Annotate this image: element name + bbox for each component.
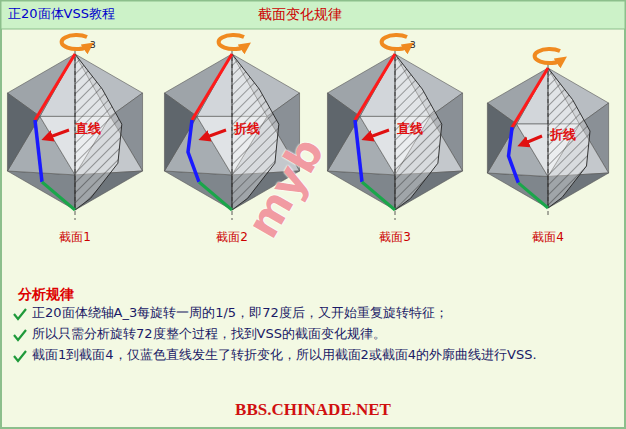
red-line <box>192 54 232 120</box>
section-fill <box>395 54 442 210</box>
rotation-arrow <box>535 49 562 63</box>
callout-arrow <box>47 130 69 138</box>
blue-line <box>35 120 42 182</box>
section-label: 截面3 <box>379 230 411 245</box>
callout-text: 折线 <box>234 121 260 137</box>
section-label: 截面2 <box>216 230 248 245</box>
checkmark <box>14 330 26 340</box>
axis-number: 3 <box>90 40 96 51</box>
callout-arrow <box>204 130 226 138</box>
slide-title: 截面变化规律 <box>258 6 342 24</box>
section-hatch <box>548 68 590 208</box>
header-bar <box>1 1 625 29</box>
section-label: 截面4 <box>532 230 564 245</box>
green-line <box>518 183 548 208</box>
section-hatch <box>395 54 442 210</box>
rotation-arrow <box>62 35 89 49</box>
rotation-arrow <box>219 35 246 49</box>
note-item: 截面1到截面4，仅蓝色直线发生了转折变化，所以用截面2或截面4的外廓曲线进行VS… <box>32 347 592 363</box>
icosahedron <box>487 49 608 218</box>
checkmark <box>14 309 26 319</box>
section-fill <box>548 68 590 208</box>
site-url: BBS.CHINADE.NET <box>235 399 391 420</box>
callout-arrow <box>367 130 389 138</box>
section-fill <box>75 54 122 210</box>
axis-number: 3 <box>410 40 416 51</box>
blue-line <box>509 127 519 183</box>
icosahedron <box>7 35 142 220</box>
green-line <box>42 182 75 210</box>
red-line <box>355 54 395 120</box>
rotation-axis <box>548 64 549 218</box>
callout-text: 折线 <box>550 127 576 143</box>
rotation-axis <box>232 50 233 220</box>
callout-text: 直线 <box>397 121 423 137</box>
rotation-arrow <box>382 35 409 49</box>
blue-line <box>188 120 199 182</box>
course-name: 正20面体VSS教程 <box>8 6 115 22</box>
note-item: 所以只需分析旋转72度整个过程，找到VSS的截面变化规律。 <box>32 326 386 342</box>
red-line <box>35 54 75 120</box>
note-item: 正20面体绕轴A_3每旋转一周的1/5，即72度后，又开始重复旋转特征； <box>32 305 448 321</box>
section-label: 截面1 <box>59 230 91 245</box>
green-line <box>199 182 232 210</box>
checkmark <box>14 351 26 361</box>
blue-line <box>355 120 362 182</box>
red-line <box>512 68 548 127</box>
rotation-axis <box>395 50 396 220</box>
callout-arrow <box>523 136 542 144</box>
section-heading: 分析规律 <box>18 286 74 304</box>
callout-text: 直线 <box>75 121 101 137</box>
section-hatch <box>75 54 122 210</box>
green-line <box>362 182 395 210</box>
icosahedron <box>327 35 462 220</box>
